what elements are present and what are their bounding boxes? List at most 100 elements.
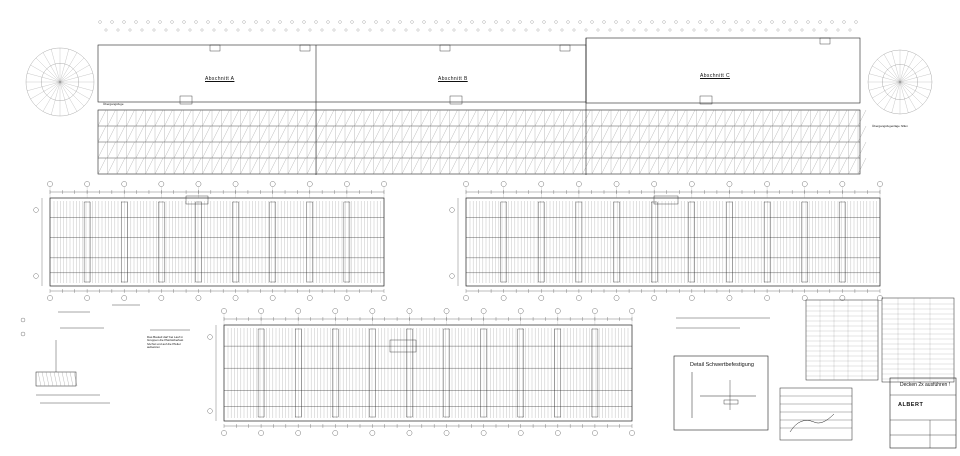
survey-mark (686, 20, 690, 24)
survey-mark (464, 28, 468, 32)
deck-panel-diagonal (810, 157, 819, 175)
survey-mark (542, 20, 546, 24)
deck-panel-diagonal (667, 109, 677, 127)
axis-bubble (344, 295, 350, 301)
survey-mark (392, 28, 396, 32)
deck-panel-diagonal (173, 109, 183, 127)
deck-panel-diagonal (629, 109, 639, 127)
deck-panel-diagonal (534, 109, 544, 127)
deck-panel-diagonal (430, 125, 439, 143)
wall-notch (559, 44, 571, 52)
deck-panel-diagonal (705, 125, 715, 143)
section-a-b-outline (97, 44, 587, 103)
deck-panel-diagonal (221, 157, 230, 175)
fan-ray (899, 81, 928, 99)
deck-panel-diagonal (686, 125, 696, 143)
survey-mark (788, 28, 792, 32)
deck-panel-diagonal (373, 141, 382, 159)
deck-panel-diagonal (154, 157, 164, 175)
survey-mark (152, 28, 156, 32)
fan-ray (59, 81, 93, 91)
deck-panel-diagonal (202, 125, 211, 143)
fan-ray (30, 64, 61, 83)
deck-panel-diagonal (601, 109, 610, 127)
axis-bubble (295, 430, 301, 436)
axis-bubble (517, 430, 524, 436)
fan-ray (59, 57, 85, 83)
deck-panel-diagonal (126, 125, 135, 143)
column-strip (726, 201, 733, 283)
deck-panel-diagonal (743, 157, 753, 175)
survey-mark (122, 20, 126, 24)
deck-panel-diagonal (496, 109, 506, 127)
section-hatch (41, 371, 46, 387)
small-section (35, 371, 77, 387)
deck-panel-diagonal (848, 109, 857, 127)
survey-mark (824, 28, 828, 32)
deck-panel-diagonal (601, 125, 610, 143)
deck-panel-diagonal (411, 157, 420, 175)
deck-panel-diagonal (164, 125, 173, 143)
axis-bubble (207, 334, 213, 340)
axis-bubble (463, 181, 469, 187)
survey-mark (158, 20, 162, 24)
axis-bubble (47, 295, 53, 301)
survey-mark (518, 20, 522, 24)
deck-panel-diagonal (658, 109, 667, 127)
deck-panel-diagonal (591, 141, 601, 159)
survey-mark (320, 28, 324, 32)
deck-panel-diagonal (677, 125, 686, 143)
deck-panel-diagonal (192, 109, 202, 127)
deck-panel-diagonal (572, 157, 582, 175)
survey-mark (548, 28, 552, 32)
axis-bubble (158, 295, 165, 301)
deck-panel-diagonal (135, 125, 145, 143)
deck-panel-diagonal (439, 109, 449, 127)
deck-panel-diagonal (715, 125, 724, 143)
deck-panel-diagonal (297, 141, 306, 159)
deck-panel-diagonal (230, 109, 240, 127)
deck-panel-diagonal (325, 157, 335, 175)
deck-panel-diagonal (363, 125, 373, 143)
survey-mark (536, 28, 540, 32)
deck-panel-diagonal (97, 125, 107, 143)
bill-table (881, 297, 955, 383)
fan-ray (59, 64, 90, 83)
deck-panel-diagonal (791, 125, 800, 143)
deck-panel-diagonal (268, 141, 278, 159)
axis-bubble (307, 181, 313, 187)
deck-panel-diagonal (230, 125, 240, 143)
deck-panel-diagonal (135, 157, 145, 175)
wall-notch (439, 44, 451, 52)
survey-mark (308, 28, 312, 32)
title-block-company: ALBERT (898, 402, 924, 408)
deck-panel-diagonal (582, 141, 591, 159)
column-strip (332, 328, 339, 418)
deck-panel-diagonal (316, 141, 325, 159)
deck-panel-diagonal (477, 109, 487, 127)
legend-symbol (20, 331, 26, 337)
deck-panel-diagonal (211, 157, 221, 175)
deck-panel-diagonal (411, 109, 420, 127)
deck-panel-diagonal (848, 125, 857, 143)
deck-panel-diagonal (183, 125, 192, 143)
deck-panel-diagonal (705, 157, 715, 175)
deck-panel-diagonal (126, 141, 135, 159)
survey-mark (740, 28, 744, 32)
deck-panel-diagonal (249, 141, 259, 159)
deck-panel-diagonal (335, 157, 344, 175)
deck-panel-diagonal (791, 141, 800, 159)
deck-panel-diagonal (563, 125, 572, 143)
column-strip (763, 201, 771, 283)
deck-panel-diagonal (468, 157, 477, 175)
survey-mark (434, 20, 438, 24)
deck-panel-diagonal (468, 109, 477, 127)
deck-panel-diagonal (449, 157, 458, 175)
deck-panel-diagonal (192, 125, 202, 143)
survey-mark (302, 20, 306, 24)
deck-panel-diagonal (240, 109, 249, 127)
survey-mark (578, 20, 582, 24)
deck-panel-diagonal (639, 141, 648, 159)
deck-panel-diagonal (145, 109, 154, 127)
deck-panel-diagonal (439, 125, 449, 143)
